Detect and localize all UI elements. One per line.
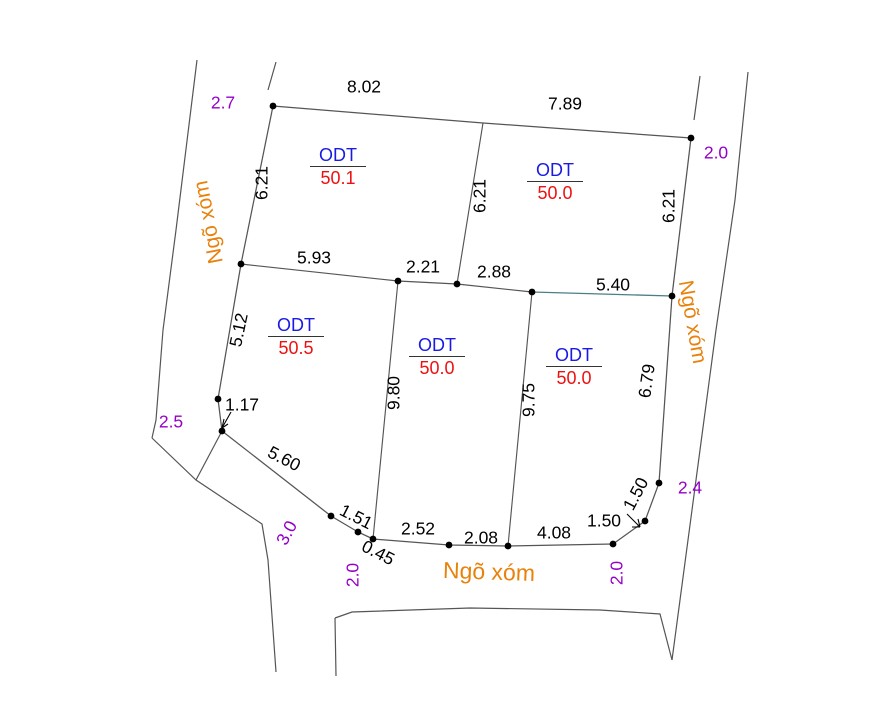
edge-dimension-label: 5.93 [296,247,332,268]
parcel-label: ODT 50.0 [546,346,602,387]
parcel-divider-rule [268,336,324,337]
parcel-label: ODT 50.0 [527,161,583,202]
parcel-divider-rule [310,166,366,167]
parcel-divider-rule [527,181,583,182]
parcel-code: ODT [319,145,357,165]
parcel-label: ODT 50.5 [268,316,324,357]
parcel-interior-dividers [240,122,533,547]
boundary-vertices [214,102,695,550]
edge-dimension-label: 1.17 [224,394,260,415]
parcel-code: ODT [277,315,315,335]
road-width-label: 2.4 [677,477,703,498]
parcel-code: ODT [555,345,593,365]
highlighted-edge-5-40 [531,291,673,297]
parcel-code: ODT [536,160,574,180]
road-width-label: 2.0 [342,562,363,588]
edge-dimension-label: 9.75 [518,382,539,418]
edge-dimension-label: 8.02 [346,76,382,97]
edge-dimension-label: 6.21 [658,188,679,224]
edge-dimension-label: 5.40 [595,274,631,295]
edge-dimension-label: 9.80 [383,375,404,411]
road-name-label: Ngõ xóm [442,556,536,587]
parcel-area: 50.1 [320,168,356,188]
edge-dimension-label: 6.21 [251,165,272,201]
edge-dimension-label: 2.08 [463,527,499,548]
edge-dimension-label: 2.21 [405,256,441,277]
road-width-label: 2.7 [210,92,236,113]
edge-dimension-label: 7.89 [547,93,583,114]
leader-arrows [221,411,641,528]
road-width-label: 2.0 [703,142,729,163]
road-width-label: 2.5 [158,411,184,432]
parcel-area: 50.0 [537,183,573,203]
road-width-label: 2.0 [606,560,627,586]
edge-dimension-label: 1.50 [586,510,622,531]
road-outer-boundaries [151,59,749,677]
edge-dimension-label: 4.08 [536,522,572,543]
parcel-divider-rule [409,356,465,357]
edge-dimension-label: 2.52 [400,518,436,539]
edge-dimension-label: 6.21 [469,178,490,214]
parcel-label: ODT 50.0 [409,336,465,377]
parcel-label: ODT 50.1 [310,146,366,187]
edge-dimension-label: 2.88 [476,261,512,282]
parcel-area: 50.0 [556,368,592,388]
parcel-divider-rule [546,366,602,367]
parcel-code: ODT [418,335,456,355]
parcel-area: 50.0 [419,358,455,378]
parcel-area: 50.5 [278,338,314,358]
